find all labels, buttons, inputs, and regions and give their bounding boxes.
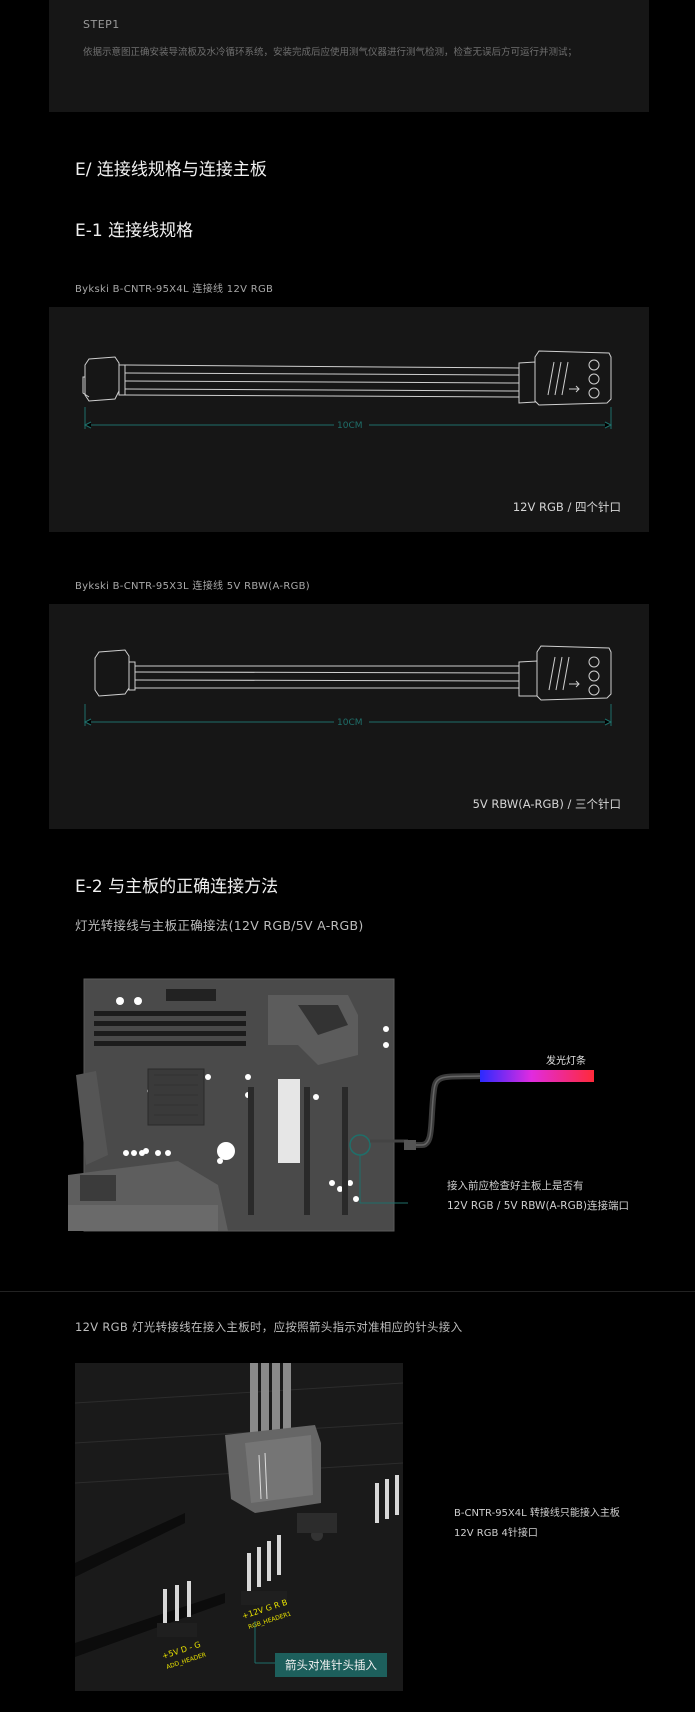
arrow-instruction-tag: 箭头对准针头插入: [275, 1653, 387, 1677]
e3-note-line2: 12V RGB 4针接口: [454, 1528, 538, 1539]
cable2-caption: Bykski B-CNTR-95X3L 连接线 5V RBW(A-RGB): [75, 581, 310, 592]
cable1-left-plug: [84, 356, 120, 402]
e2-note-line1: 接入前应检查好主板上是否有: [447, 1180, 584, 1192]
light-strip-illustration: [404, 1070, 594, 1150]
cable1-caption: Bykski B-CNTR-95X4L 连接线 12V RGB: [75, 284, 274, 295]
header-closeup-illustration: +5V D - G ADD_HEADER +12V G R B RGB_HEAD…: [75, 1363, 403, 1691]
e3-note-line1: B-CNTR-95X4L 转接线只能接入主板: [454, 1508, 620, 1519]
cable1-panel: 10CM 12V RGB / 四个针口: [49, 307, 649, 532]
e3-instruction: 12V RGB 灯光转接线在接入主板时，应按照箭头指示对准相应的针头接入: [75, 1320, 463, 1334]
cable2-left-plug: [94, 649, 130, 697]
step-description: 依据示意图正确安装导流板及水冷循环系统，安装完成后应使用测气仪器进行测气检测，检…: [83, 47, 578, 58]
motherboard-illustration: [68, 978, 408, 1232]
cable1-right-plug: [518, 361, 536, 404]
step-title: STEP1: [83, 18, 120, 31]
cable2-length: 10CM: [337, 718, 363, 728]
section-e-title: E/ 连接线规格与连接主板: [75, 160, 267, 180]
cable1-length: 10CM: [337, 421, 363, 431]
section-divider: [0, 1291, 695, 1292]
e2-subtitle: 灯光转接线与主板正确接法(12V RGB/5V A-RGB): [75, 918, 364, 933]
e1-title: E-1 连接线规格: [75, 221, 194, 241]
e2-note-line2: 12V RGB / 5V RBW(A-RGB)连接端口: [447, 1200, 630, 1212]
cable2-drawing: 10CM: [83, 645, 613, 728]
step-panel: STEP1 依据示意图正确安装导流板及水冷循环系统，安装完成后应使用测气仪器进行…: [49, 0, 649, 112]
cable1-spec: 12V RGB / 四个针口: [512, 500, 621, 514]
e2-title: E-2 与主板的正确连接方法: [75, 877, 279, 897]
cable2-right-plug: [518, 660, 538, 697]
light-strip-label: 发光灯条: [546, 1056, 586, 1067]
cable1-drawing: 10CM: [82, 350, 613, 431]
light-strip: [480, 1070, 594, 1082]
cable2-spec: 5V RBW(A-RGB) / 三个针口: [472, 797, 621, 811]
cable2-panel: 10CM 5V RBW(A-RGB) / 三个针口: [49, 604, 649, 829]
